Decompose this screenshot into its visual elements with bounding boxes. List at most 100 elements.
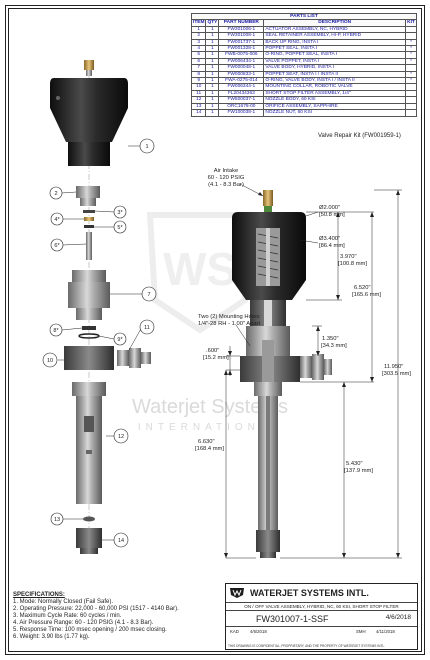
col-item: ITEM bbox=[190, 19, 207, 27]
mounting-holes-spec: 1/4"-28 RH - 1.00" Apart bbox=[198, 321, 261, 327]
parts-item: 13 bbox=[190, 102, 207, 111]
dim-h1-in: 3.970" bbox=[340, 254, 357, 260]
parts-number: FWA-0275-014 bbox=[218, 77, 265, 85]
dim-h4-in: 1.350" bbox=[322, 336, 339, 342]
nozzle-body-part bbox=[72, 382, 106, 396]
specification-item: 4. Air Pressure Range: 60 - 120 PSIG (4.… bbox=[13, 620, 154, 626]
specification-item: 6. Weight: 3.90 lbs (1.77 kg). bbox=[13, 634, 90, 640]
callout-11 bbox=[139, 319, 155, 335]
parts-number: FWB-0075-006 bbox=[218, 51, 265, 59]
parts-kit: * bbox=[405, 44, 417, 53]
mounting-collar-part bbox=[64, 346, 114, 370]
oring-poppet-part bbox=[84, 225, 94, 228]
callout-9-label: 9* bbox=[117, 337, 123, 343]
callout-3 bbox=[113, 205, 127, 219]
drawing-inner-border bbox=[8, 8, 422, 652]
mounting-holes-label: Two (2) Mounting Holes: bbox=[198, 314, 261, 320]
orifice-part bbox=[83, 516, 95, 522]
callout-10 bbox=[42, 352, 58, 368]
parts-item: 14 bbox=[190, 109, 207, 117]
specifications-heading: SPECIFICATIONS: bbox=[13, 592, 65, 598]
parts-item: 6 bbox=[190, 57, 207, 66]
parts-kit: * bbox=[405, 51, 417, 59]
watermark-line2: INTERNATIONAL bbox=[138, 422, 282, 433]
exploded-view bbox=[50, 60, 151, 554]
callout-7 bbox=[141, 286, 157, 302]
parts-item: 10 bbox=[190, 83, 207, 91]
dim-h7-mm: [137.9 mm] bbox=[344, 468, 373, 474]
callout-5-label: 5* bbox=[117, 225, 123, 231]
parts-item: 3 bbox=[190, 38, 207, 47]
parts-number: FW301006-1 bbox=[218, 25, 265, 34]
drawn-by: KAD bbox=[230, 629, 239, 634]
parts-item: 5 bbox=[190, 51, 207, 59]
dim-d2-mm: [86.4 mm] bbox=[319, 243, 345, 249]
callout-5 bbox=[113, 220, 127, 234]
company-name: WATERJET SYSTEMS INTL. bbox=[250, 588, 369, 598]
drawing-description: ON / OFF VALVE ASSEMBLY, HYBRID, NC, 60 … bbox=[226, 602, 417, 611]
actuator-assembly-part bbox=[50, 78, 128, 142]
callout-8 bbox=[49, 323, 63, 337]
callout-4-label: 4* bbox=[54, 217, 60, 223]
parts-item: 9 bbox=[190, 77, 207, 85]
parts-list-table: PARTS LIST ITEM QTY PART NUMBER DESCRIPT… bbox=[190, 12, 417, 117]
specifications-list: 1. Mode: Normally Closed (Fail Safe).2. … bbox=[13, 599, 193, 641]
confidentiality-note: THIS DRAWING IS CONFIDENTIAL, PROPRIETAR… bbox=[228, 644, 386, 648]
dim-d2-in: Ø3.400" bbox=[319, 236, 340, 242]
dim-d1-in: Ø2.000" bbox=[319, 205, 340, 211]
specification-item: 2. Operating Pressure: 22,000 - 60,000 P… bbox=[13, 606, 179, 612]
parts-item: 11 bbox=[190, 89, 207, 98]
parts-number: FW006434-1 bbox=[218, 57, 265, 66]
parts-list-title: PARTS LIST bbox=[191, 12, 417, 21]
title-block: WATERJET SYSTEMS INTL. ON / OFF VALVE AS… bbox=[225, 583, 418, 650]
dim-d1-mm: [50.8 mm] bbox=[319, 212, 345, 218]
parts-item: 7 bbox=[190, 64, 207, 72]
callout-2-label: 2 bbox=[54, 191, 57, 197]
parts-kit bbox=[405, 32, 417, 40]
drawn-date: 4/6/2018 bbox=[250, 629, 267, 634]
company-logo-icon bbox=[230, 588, 244, 598]
short-stop-filter-part bbox=[117, 350, 129, 366]
parts-kit bbox=[405, 109, 417, 117]
callout-11-label: 11 bbox=[144, 325, 150, 331]
callout-3-label: 3* bbox=[117, 210, 123, 216]
air-intake-pressure: 60 - 120 PSIG bbox=[208, 175, 245, 181]
section-filter bbox=[300, 356, 312, 378]
dim-h2-in: 6.520" bbox=[354, 285, 371, 291]
seal-retainer-part bbox=[76, 186, 100, 198]
parts-kit: * bbox=[405, 38, 417, 47]
dimension-lines bbox=[225, 183, 402, 559]
parts-kit: * bbox=[405, 57, 417, 66]
parts-number: FW000048-1 bbox=[218, 64, 265, 72]
callout-9 bbox=[113, 332, 127, 346]
parts-item: 2 bbox=[190, 32, 207, 40]
parts-number: FW000833-1 bbox=[218, 70, 265, 79]
callout-6-label: 6* bbox=[54, 243, 60, 249]
air-intake-label: Air Intake bbox=[214, 168, 239, 174]
dim-h7-in: 5.430" bbox=[346, 461, 363, 467]
dim-h6-mm: [168.4 mm] bbox=[195, 446, 224, 452]
callout-1 bbox=[139, 138, 155, 154]
callout-2 bbox=[49, 186, 63, 200]
drawing-border bbox=[5, 5, 425, 655]
parts-number: FW001328-1 bbox=[218, 44, 265, 53]
callout-4 bbox=[50, 212, 64, 226]
callout-13-label: 13 bbox=[54, 517, 60, 523]
col-part-number: PART NUMBER bbox=[218, 19, 265, 27]
parts-item: 1 bbox=[190, 25, 207, 34]
poppet-seat-part bbox=[82, 326, 96, 330]
poppet-seal-part bbox=[84, 217, 94, 221]
callout-leaders bbox=[58, 145, 143, 541]
specifications-block: SPECIFICATIONS: 1. Mode: Normally Closed… bbox=[13, 592, 193, 641]
parts-kit: * bbox=[405, 70, 417, 79]
dim-h6-in: 6.630" bbox=[198, 439, 215, 445]
dim-h5-mm: [15.2 mm] bbox=[203, 355, 229, 361]
